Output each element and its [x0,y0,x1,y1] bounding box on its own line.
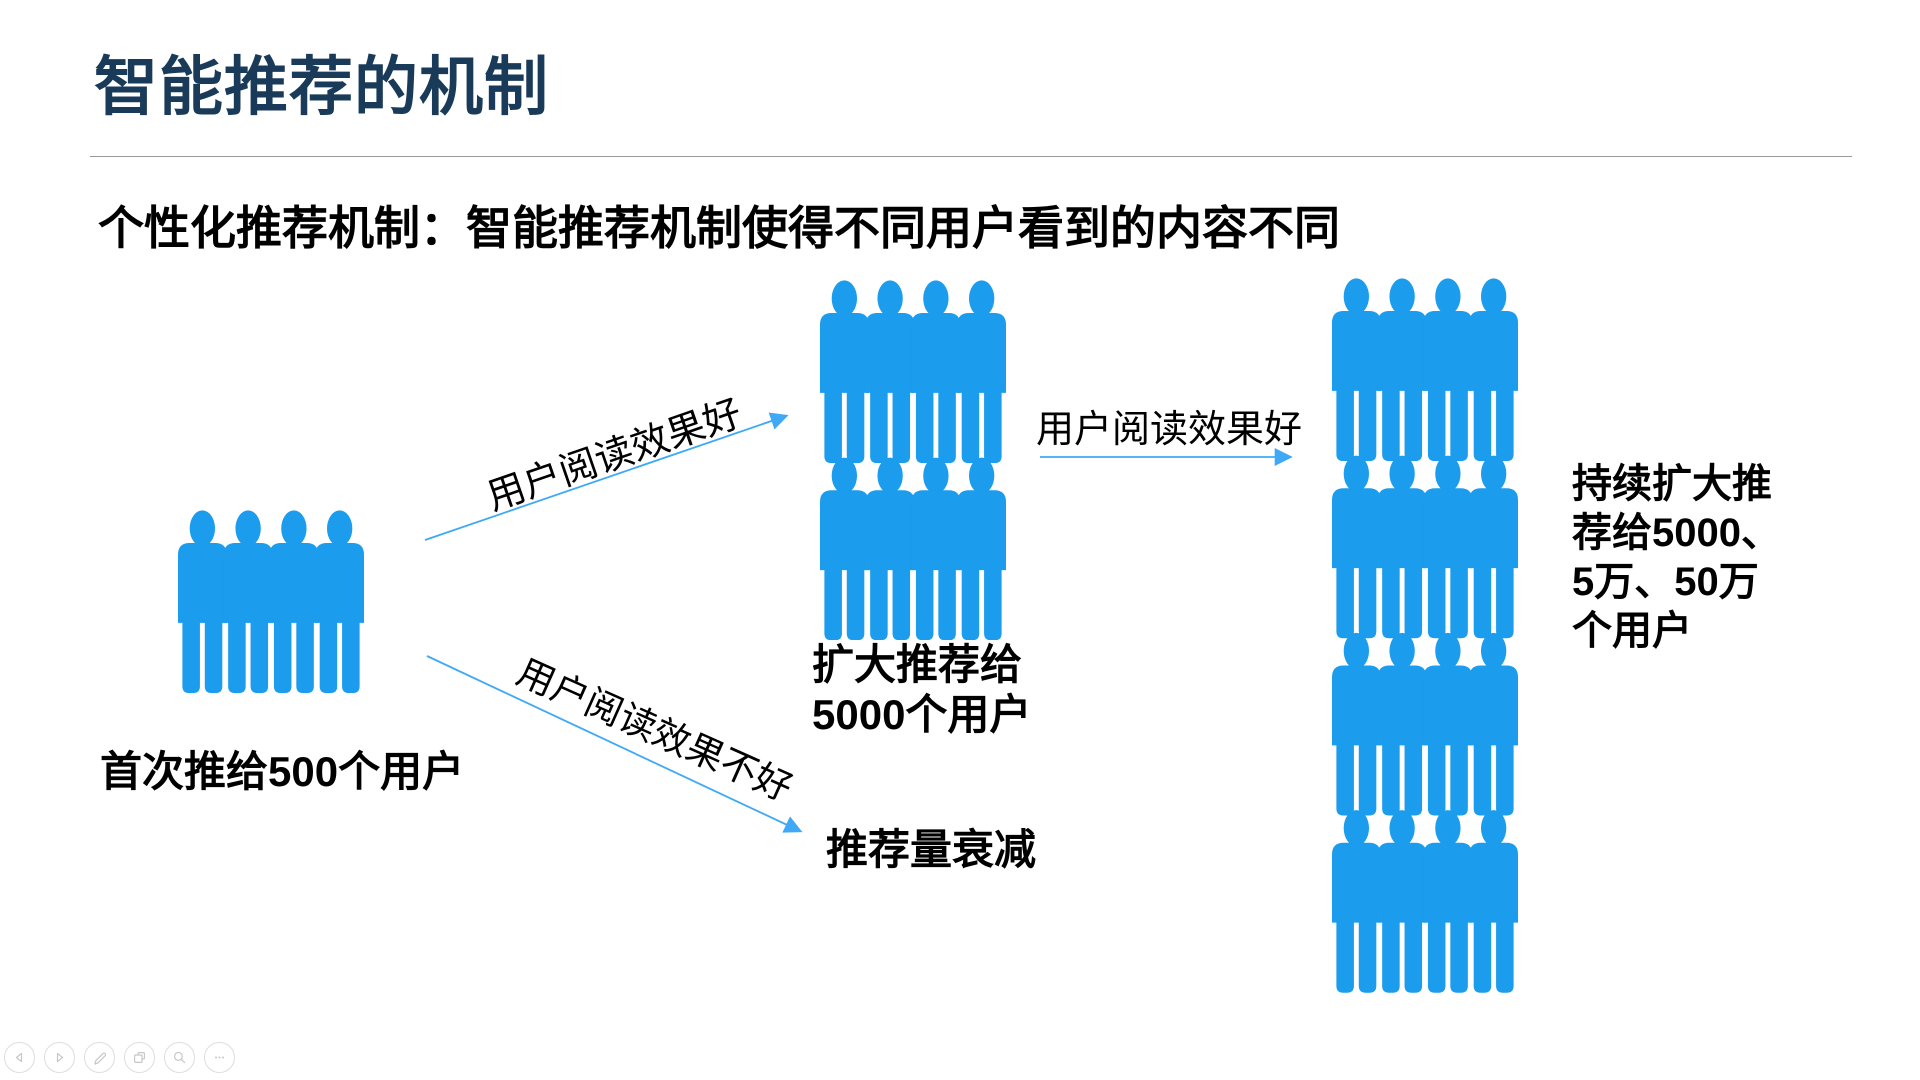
slide-panel-button[interactable] [124,1042,155,1073]
more-options-button[interactable] [204,1042,235,1073]
title-divider [90,156,1852,157]
pen-icon [92,1050,107,1065]
triangle-left-icon [12,1050,27,1065]
label-initial-500-users: 首次推给500个用户 [100,748,465,795]
magnifier-icon [172,1050,187,1065]
slide-subtitle: 个性化推荐机制：智能推荐机制使得不同用户看到的内容不同 [98,202,1340,254]
label-bad-reading-effect-down: 用户阅读效果不好 [511,651,799,810]
label-good-reading-effect-right: 用户阅读效果好 [1036,409,1303,451]
people-group-500k-icon [1332,276,1518,993]
label-recommendation-decay: 推荐量衰减 [826,826,1037,873]
label-expanded-500k-users: 持续扩大推荐给5000、5万、50万个用户 [1572,462,1781,653]
zoom-button[interactable] [164,1042,195,1073]
slides-icon [132,1050,147,1065]
pen-annotate-button[interactable] [84,1042,115,1073]
next-slide-button[interactable] [44,1042,75,1073]
previous-slide-button[interactable] [4,1042,35,1073]
triangle-right-icon [52,1050,67,1065]
slide-title: 智能推荐的机制 [94,51,549,123]
presenter-toolbar [4,1042,235,1073]
label-expanded-5000-users: 扩大推荐给 5000个用户 [812,641,1032,738]
people-group-500-icon [178,508,364,694]
people-group-5000-icon [820,278,1006,641]
label-good-reading-effect-up: 用户阅读效果好 [481,392,748,519]
ellipsis-icon [212,1050,227,1065]
